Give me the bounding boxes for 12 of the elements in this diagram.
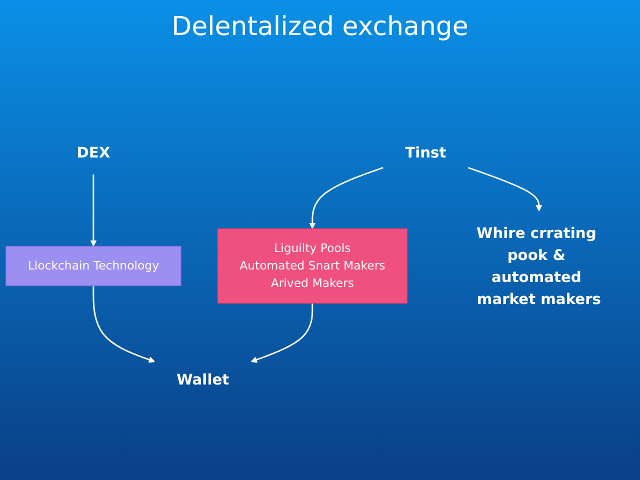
- node-text: Tinst: [405, 144, 446, 162]
- arrow: [90, 174, 97, 247]
- node-text: DEX: [76, 144, 110, 162]
- arrow: [309, 166, 384, 229]
- node-box: Liguilty Pools Automated Snart Makers Arived Makers: [217, 228, 408, 304]
- node-box: Llockchain Technology: [6, 246, 182, 286]
- arrow: [468, 166, 542, 212]
- node-text: Whire crrating pook & automated market makers: [476, 224, 602, 308]
- node-text: Wallet: [176, 370, 230, 388]
- diagram-title: Delentalized exchange: [170, 12, 470, 42]
- arrow: [250, 303, 314, 363]
- arrow: [92, 286, 155, 363]
